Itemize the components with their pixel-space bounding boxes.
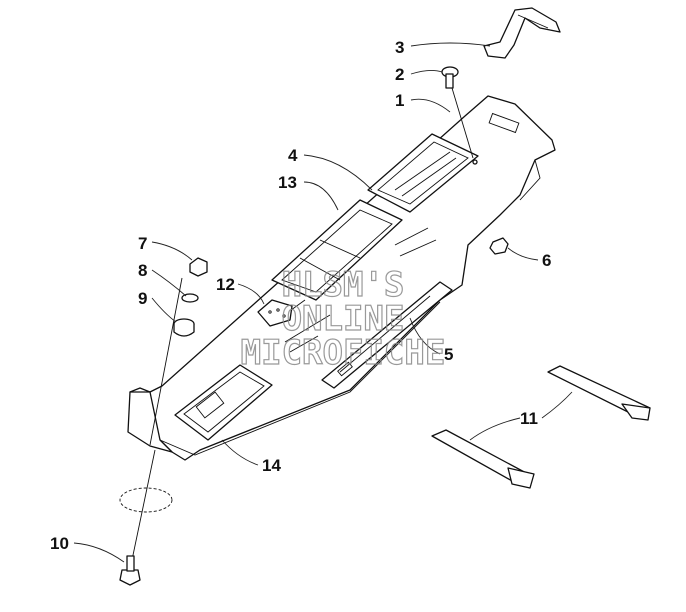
callout-14: 14 bbox=[262, 456, 281, 475]
callout-4: 4 bbox=[288, 146, 298, 165]
rubber-grommet bbox=[257, 299, 293, 327]
watermark-line-1: HLSM'S bbox=[282, 265, 405, 305]
traction-strip-lower bbox=[431, 429, 535, 489]
callout-1: 1 bbox=[395, 91, 404, 110]
bracket-clip bbox=[483, 7, 561, 59]
decal-middle bbox=[271, 199, 403, 301]
watermark-line-3: MICROFICHE bbox=[241, 333, 446, 373]
nut-right bbox=[489, 237, 509, 255]
callout-3: 3 bbox=[395, 38, 404, 57]
decal-lower bbox=[174, 364, 273, 441]
callout-5: 5 bbox=[444, 345, 453, 364]
callout-8: 8 bbox=[138, 261, 147, 280]
washer-stack bbox=[173, 257, 208, 337]
callout-6: 6 bbox=[542, 251, 551, 270]
callout-10: 10 bbox=[50, 534, 69, 553]
callout-2: 2 bbox=[395, 65, 404, 84]
callout-7: 7 bbox=[138, 234, 147, 253]
leader-lines bbox=[73, 42, 573, 563]
callout-9: 9 bbox=[138, 289, 147, 308]
push-rivet bbox=[441, 66, 478, 165]
decal-upper bbox=[367, 133, 479, 213]
callout-12: 12 bbox=[216, 275, 235, 294]
decal-strip bbox=[321, 281, 453, 389]
bolt-assembly bbox=[119, 277, 183, 586]
traction-strip-upper bbox=[547, 365, 651, 421]
watermark-line-2: ONLINE bbox=[282, 299, 405, 339]
callout-labels: 3 2 1 4 13 7 6 8 12 9 5 11 14 10 bbox=[50, 38, 551, 553]
callout-11: 11 bbox=[520, 409, 538, 428]
callout-13: 13 bbox=[278, 173, 297, 192]
watermark: HLSM'S ONLINE MICROFICHE bbox=[240, 264, 446, 373]
